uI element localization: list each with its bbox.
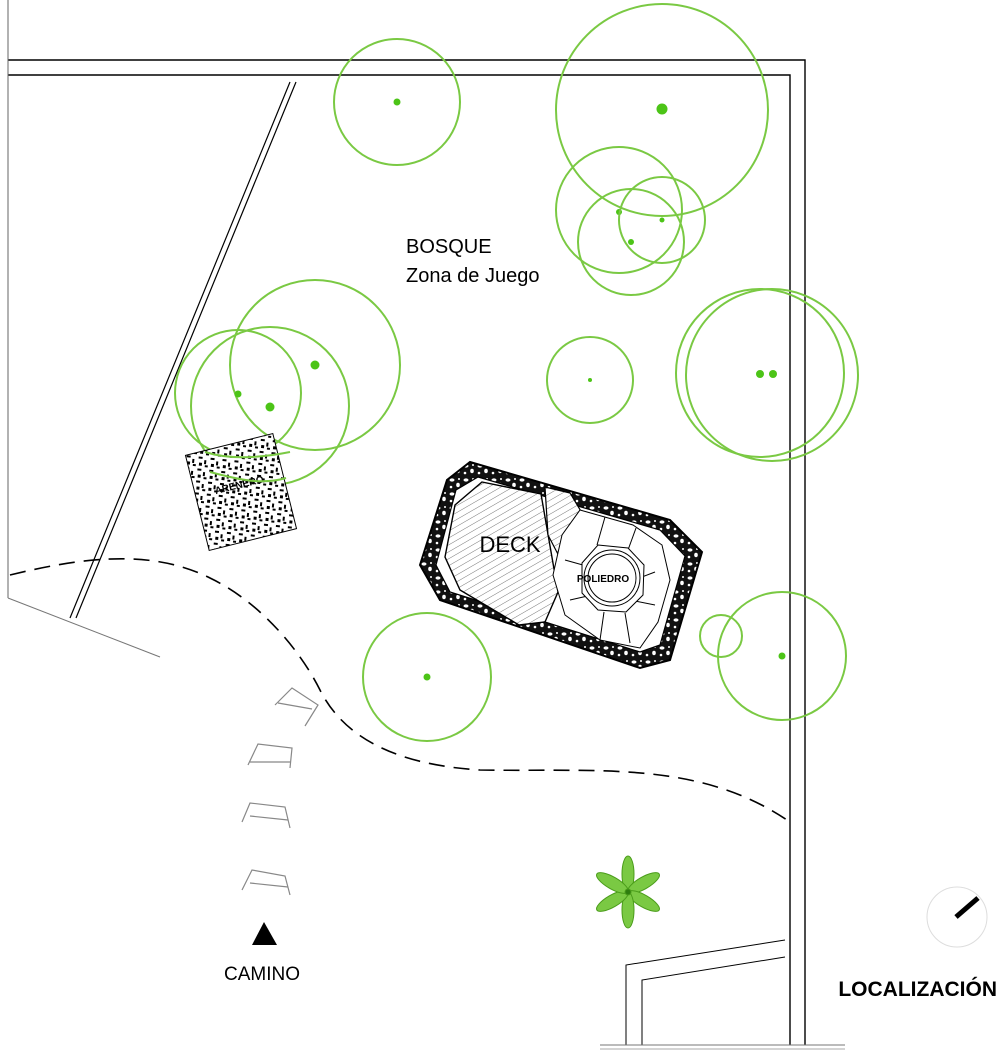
tree-trunk: [423, 673, 431, 681]
poliedro: [552, 509, 671, 649]
tree-canopy: [618, 176, 706, 264]
tree-canopy: [229, 279, 401, 451]
tree-trunk: [656, 103, 668, 115]
sandbox: ARENERO: [184, 432, 298, 552]
tree-trunk: [756, 370, 764, 378]
palm-tree-icon: [596, 855, 660, 929]
property-boundary: [7, 0, 806, 1045]
stepping-stones: [241, 687, 319, 896]
deck-structure: DECK POLIEDRO: [418, 460, 704, 670]
trees: [174, 3, 859, 742]
tree-trunk: [778, 652, 786, 660]
diagonal-fence: [69, 81, 297, 619]
tree-canopy: [362, 612, 492, 742]
tree-trunk: [393, 98, 401, 106]
zone-title: BOSQUE: [406, 236, 492, 258]
deck-area: [444, 481, 559, 626]
tree-trunk: [628, 239, 634, 245]
tree-canopy: [333, 38, 461, 166]
tree-canopy: [555, 3, 769, 217]
tree-canopy: [555, 146, 683, 274]
tree-canopy: [685, 288, 859, 462]
north-arrow-icon: [926, 886, 988, 948]
tree-trunk: [265, 402, 275, 412]
location-label: LOCALIZACIÓN: [838, 977, 997, 1001]
tree-canopy: [546, 336, 634, 424]
tree-trunk: [310, 360, 320, 370]
zone-subtitle: Zona de Juego: [406, 265, 539, 287]
sandbox-tree-overlap: [204, 451, 291, 483]
dashed-zone-boundary: [9, 557, 791, 823]
poliedro-label: POLIEDRO: [577, 574, 629, 585]
tree-canopy: [699, 614, 743, 658]
entrance-lines: [600, 939, 845, 1050]
tree-trunk: [769, 370, 777, 378]
tree-trunk: [588, 378, 592, 382]
path-label: CAMINO: [224, 964, 300, 985]
deck-label: DECK: [479, 532, 540, 557]
tree-trunk: [234, 390, 242, 398]
tree-trunk: [659, 217, 665, 223]
triangle-up-icon: [252, 922, 277, 945]
